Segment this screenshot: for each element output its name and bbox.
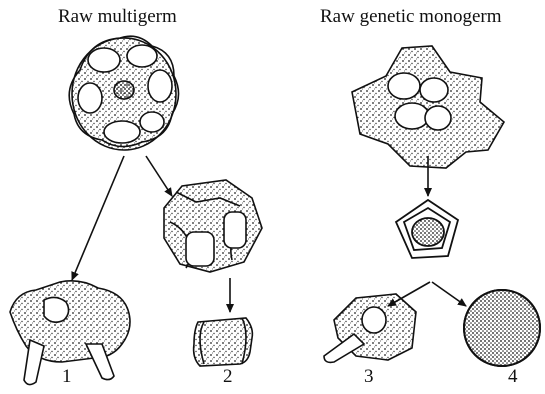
label-item-4: 4 bbox=[508, 366, 518, 388]
monogerm-broken-seed bbox=[324, 294, 416, 362]
arrow-to-item-1 bbox=[72, 156, 124, 280]
monogerm-seed-pentagon bbox=[396, 200, 458, 258]
monogerm-seed-flower bbox=[352, 46, 504, 168]
label-item-1: 1 bbox=[62, 366, 72, 388]
multigerm-processed-segment bbox=[194, 318, 253, 366]
arrow-to-segment bbox=[146, 156, 172, 196]
label-item-3: 3 bbox=[364, 366, 374, 388]
multigerm-seed-segment bbox=[164, 180, 262, 272]
label-item-2: 2 bbox=[223, 366, 233, 388]
arrow-to-item-4 bbox=[432, 282, 466, 306]
monogerm-pelleted-seed bbox=[464, 290, 540, 366]
multigerm-seed-cluster bbox=[69, 36, 178, 150]
